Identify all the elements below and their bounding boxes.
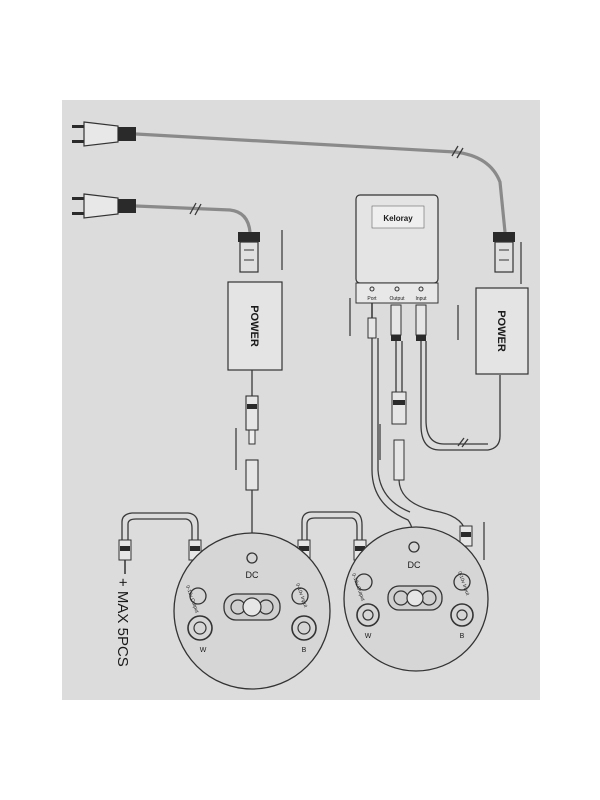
controller-port-label: Port (367, 296, 377, 302)
controller: Keloray Port Output Input (355, 194, 439, 304)
light-left-b: B (302, 647, 307, 654)
ac-connector-right (493, 232, 515, 273)
controller-input-label: Input (415, 296, 427, 302)
controller-brand: Keloray (383, 214, 413, 223)
light-right-b: B (460, 633, 465, 640)
power-supply-right: POWER (475, 287, 529, 375)
plug-middle (72, 193, 136, 219)
power-supply-right-label: POWER (495, 310, 507, 352)
light-right: DC 0-12v Output 0-10v Input W B (343, 526, 489, 672)
plug-top (72, 121, 136, 147)
controller-output-plug (391, 391, 407, 481)
power-supply-left: POWER (227, 281, 283, 371)
light-left-dc: DC (246, 570, 259, 580)
dc-plug-left (245, 395, 259, 491)
chain-cable (121, 512, 199, 540)
ac-connector-left (238, 232, 260, 273)
chain-note: + MAX 5PCS (114, 578, 131, 667)
light-left-w: W (200, 647, 207, 654)
right-light-input-plug (459, 525, 473, 547)
controller-input-jack (415, 304, 427, 341)
light-right-w: W (365, 633, 372, 640)
light-right-dc: DC (408, 560, 421, 570)
chain-plug-loose (118, 539, 132, 574)
controller-output-label: Output (389, 296, 405, 302)
power-supply-left-label: POWER (248, 305, 260, 347)
cable-top (135, 132, 507, 233)
light-left: DC 0-12v Output 0-10v Input W B (173, 532, 331, 690)
cable-middle (135, 204, 252, 233)
controller-output-jack (390, 304, 402, 341)
controller-port-jack (367, 303, 377, 339)
